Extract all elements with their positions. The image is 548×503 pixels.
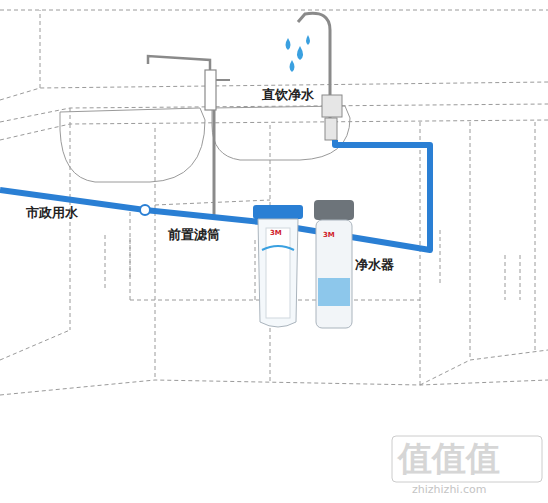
watermark: 值值值 <box>398 440 500 477</box>
cabinet-outline <box>0 10 548 395</box>
watermark-frame <box>392 436 542 482</box>
input-label: 市政用水 <box>26 206 78 220</box>
brand-logo: 3M <box>270 230 282 238</box>
purifier <box>314 200 354 328</box>
pipe-valve <box>140 205 150 215</box>
output-label: 直饮净水 <box>262 88 314 102</box>
drinking-faucet <box>298 13 342 140</box>
prefilter-label: 前置滤筒 <box>168 228 220 242</box>
pre-filter <box>253 205 303 327</box>
water-pipe <box>0 140 430 250</box>
sink <box>60 106 350 182</box>
water-drops <box>286 35 311 72</box>
tap-pipe <box>213 110 216 215</box>
purifier-label: 净水器 <box>355 258 394 272</box>
watermark-url: zhizhizhi.com <box>412 484 486 496</box>
brand-logo: 3M <box>323 232 335 240</box>
tap-faucet <box>148 56 230 110</box>
